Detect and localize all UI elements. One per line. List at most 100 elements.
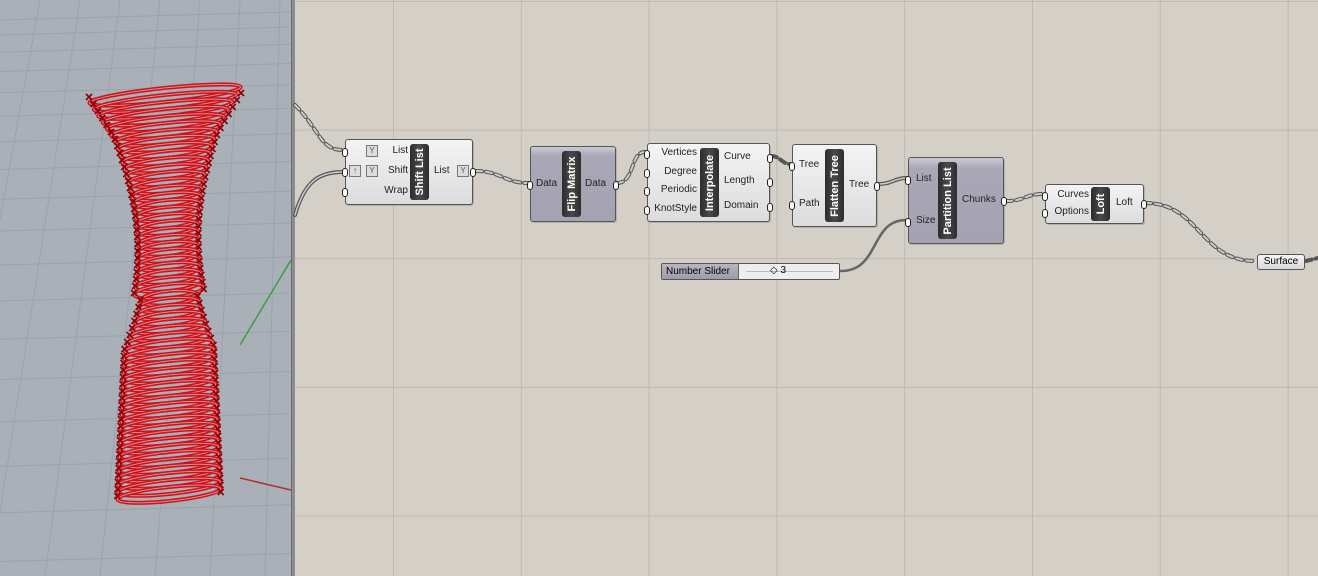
connection-grip[interactable] (644, 169, 650, 178)
connection-grip[interactable] (644, 206, 650, 215)
control-point-marker (135, 303, 143, 311)
control-point-marker (89, 100, 98, 108)
control-point-marker (132, 219, 140, 227)
graft-flag-icon[interactable]: Y (457, 165, 469, 177)
connection-grip[interactable] (905, 176, 911, 185)
control-point-marker (220, 117, 229, 125)
output-curve: Curve (724, 151, 751, 162)
output-chunks: Chunks (962, 194, 996, 205)
y-axis (239, 259, 291, 346)
control-point-marker (224, 110, 233, 118)
input-list: List (392, 145, 408, 156)
control-point-marker (131, 212, 139, 220)
grid-line (0, 0, 81, 516)
input-data: Data (536, 178, 558, 189)
number-slider[interactable]: Number Slider ◇ 3 (661, 263, 840, 280)
input-size: Size (916, 215, 936, 226)
grid-line (0, 26, 291, 36)
interpolate-component[interactable]: Vertices Degree Periodic KnotStyle Inter… (644, 143, 773, 222)
control-point-marker (133, 233, 141, 241)
control-point-marker (120, 163, 128, 171)
connection-grip[interactable] (342, 188, 348, 197)
panel-splitter[interactable] (291, 0, 295, 576)
connection-grip[interactable] (767, 154, 773, 163)
input-curves: Curves (1057, 189, 1089, 200)
connection-grip[interactable] (1141, 200, 1147, 209)
slider-value-text: 3 (780, 265, 787, 276)
control-point-marker (216, 124, 225, 132)
control-point-marker (119, 359, 128, 367)
loft-component[interactable]: Curves Options Loft Loft (1042, 184, 1147, 224)
component-title: Partition List (938, 162, 957, 239)
control-point-marker (133, 310, 141, 318)
graft-flag-icon[interactable]: Y (366, 165, 378, 177)
output-length: Length (724, 175, 755, 186)
input-degree: Degree (664, 166, 697, 177)
grid-line (0, 552, 291, 562)
rhino-viewport[interactable] (0, 0, 291, 576)
control-point-marker (132, 275, 140, 283)
control-point-marker (237, 89, 245, 97)
input-options: Options (1054, 206, 1089, 217)
control-point-marker (116, 436, 124, 444)
connection-grip[interactable] (470, 168, 476, 177)
control-point-marker (130, 205, 138, 213)
flip-matrix-component[interactable]: Data Flip Matrix Data (527, 146, 619, 222)
grid-line (0, 11, 291, 21)
control-point-marker (120, 352, 128, 360)
vase-strip-highlight (117, 477, 221, 497)
control-point-marker (217, 488, 225, 496)
connection-grip[interactable] (905, 218, 911, 227)
component-title: Shift List (410, 144, 429, 200)
control-point-marker (115, 450, 123, 458)
slider-track[interactable] (746, 271, 833, 272)
input-wrap: Wrap (384, 185, 408, 196)
connection-grip[interactable] (1042, 192, 1048, 201)
input-tree: Tree (799, 159, 820, 170)
control-point-marker (126, 331, 134, 339)
connection-grip[interactable] (767, 203, 773, 212)
input-periodic: Periodic (660, 184, 697, 195)
component-title: Loft (1091, 187, 1110, 221)
reverse-flag-icon[interactable]: ↑ (349, 165, 361, 177)
graft-flag-icon[interactable]: Y (366, 145, 378, 157)
control-point-marker (103, 121, 111, 129)
connection-grip[interactable] (874, 182, 880, 191)
input-vertices: Vertices (661, 147, 697, 158)
grid-line (0, 504, 291, 514)
control-point-marker (133, 226, 141, 234)
connection-grip[interactable] (342, 168, 348, 177)
control-point-marker (233, 96, 241, 104)
control-point-marker (98, 114, 106, 122)
control-point-marker (134, 247, 142, 255)
control-point-marker (133, 261, 141, 269)
control-point-marker (129, 198, 137, 206)
control-point-marker (117, 408, 125, 416)
surface-parameter[interactable]: Surface (1257, 254, 1305, 270)
connection-grip[interactable] (789, 162, 795, 171)
partition-list-component[interactable]: List Size Partition List Chunks (905, 157, 1007, 244)
flatten-tree-component[interactable]: Tree Path Flatten Tree Tree (789, 144, 880, 227)
slider-value[interactable]: ◇ 3 (770, 265, 787, 276)
input-path: Path (799, 198, 820, 209)
connection-grip[interactable] (789, 201, 795, 210)
grid-line (264, 0, 281, 576)
control-point-marker (124, 177, 132, 185)
connection-grip[interactable] (613, 181, 619, 190)
component-title: Flatten Tree (825, 149, 844, 222)
shift-list-component[interactable]: Y ↑ Y List Shift Wrap Shift List List Y (342, 139, 476, 205)
control-point-marker (128, 324, 136, 332)
control-point-marker (123, 338, 131, 346)
connection-grip[interactable] (644, 150, 650, 159)
control-point-marker (115, 457, 123, 465)
connection-grip[interactable] (342, 148, 348, 157)
connection-grip[interactable] (1001, 197, 1007, 206)
connection-grip[interactable] (767, 178, 773, 187)
connection-grip[interactable] (644, 187, 650, 196)
input-list: List (916, 173, 932, 184)
connection-grip[interactable] (527, 181, 533, 190)
connection-grip[interactable] (1042, 209, 1048, 218)
grasshopper-canvas[interactable] (295, 0, 1318, 576)
output-loft: Loft (1116, 197, 1133, 208)
control-point-marker (229, 103, 237, 111)
